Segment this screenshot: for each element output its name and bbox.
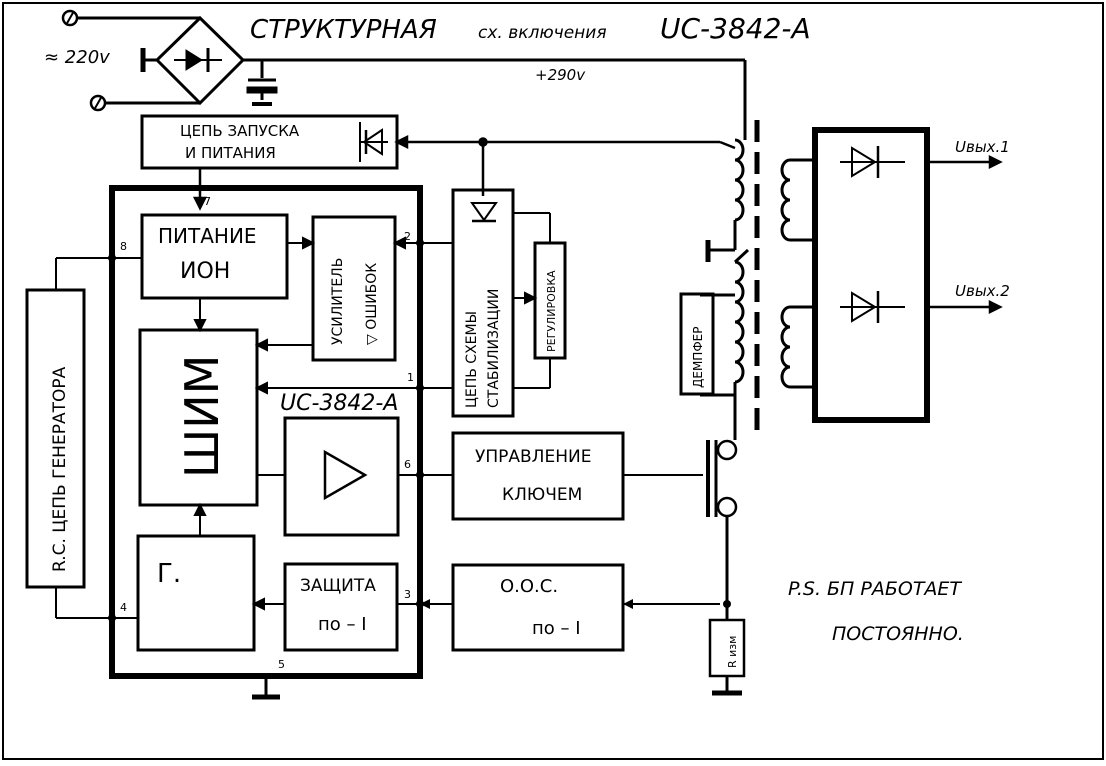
key-label-2: КЛЮЧЕМ (502, 485, 582, 505)
chip-label: UC-3842-A (280, 391, 398, 416)
pwm-block: ШИМ (138, 328, 259, 507)
title-main: СТРУКТУРНАЯ (250, 15, 437, 45)
driver-block (283, 416, 400, 537)
rsense-label: R изм (726, 636, 739, 668)
title-chip: UC-3842-A (660, 12, 811, 45)
oos-label-2: по – I (532, 618, 581, 639)
ion-block: ПИТАНИЕ ИОН (140, 213, 289, 300)
pin-8: 8 (120, 240, 127, 253)
stab-wiring (420, 212, 551, 389)
rsense-block: R изм (708, 618, 746, 678)
diode-bridge (140, 15, 747, 140)
transformer-secondary (780, 158, 815, 389)
rc-gen-label: R.C. ЦЕПЬ ГЕНЕРАТОРА (50, 366, 70, 572)
pin-6: 6 (404, 458, 411, 471)
output-1-label: Uвых.1 (955, 138, 1010, 156)
output-2-label: Uвых.2 (955, 282, 1010, 300)
key-label-1: УПРАВЛЕНИЕ (475, 447, 591, 467)
prot-label-2: по – I (318, 614, 367, 635)
rc-generator-block: R.C. ЦЕПЬ ГЕНЕРАТОРА (25, 257, 112, 619)
oos-label-1: О.О.С. (500, 576, 558, 597)
startup-block: ЦЕПЬ ЗАПУСКА И ПИТАНИЯ (140, 114, 399, 170)
junction-sense (723, 600, 731, 608)
pwm-label: ШИМ (175, 355, 229, 478)
startup-label-1: ЦЕПЬ ЗАПУСКА (180, 122, 300, 140)
oos-block: О.О.С. по – I (420, 563, 720, 652)
regul-label: РЕГУЛИРОВКА (545, 270, 558, 352)
pin-4: 4 (120, 601, 127, 614)
pin-3: 3 (404, 588, 411, 601)
stab-label-1: ЦЕПЬ СХЕМЫ (464, 311, 480, 408)
dc-voltage: +290v (535, 66, 586, 84)
generator-block: Г. (136, 534, 256, 652)
regulation-block: РЕГУЛИРОВКА (533, 241, 567, 360)
pin-1: 1 (407, 371, 414, 384)
note-line-1: P.S. БП РАБОТАЕТ (788, 578, 962, 600)
ion-label-2: ИОН (180, 259, 230, 284)
mains-input (61, 9, 200, 112)
ic-internal-wiring (112, 236, 420, 619)
mains-voltage: ≈ 220v (44, 47, 110, 68)
pin-7: 7 (204, 195, 211, 208)
transformer-primary (700, 138, 750, 696)
ground-symbol (252, 676, 280, 700)
stabilization-block: ЦЕПЬ СХЕМЫ СТАБИЛИЗАЦИИ (451, 188, 515, 418)
error-amp-block: УСИЛИТЕЛЬ ▽ ОШИБОК (311, 215, 397, 362)
gen-label: Г. (157, 559, 181, 589)
pin-2: 2 (404, 230, 411, 243)
ic-box (109, 185, 423, 679)
damper-block: ДЕМПФЕР (679, 292, 715, 396)
stab-label-2: СТАБИЛИЗАЦИИ (486, 289, 502, 408)
protection-block: ЗАЩИТА по – I (283, 562, 399, 652)
erramp-label-1: УСИЛИТЕЛЬ (330, 258, 346, 345)
prot-label-1: ЗАЩИТА (300, 576, 376, 596)
note-line-2: ПОСТОЯННО. (832, 623, 964, 645)
ion-label-1: ПИТАНИЕ (158, 224, 257, 248)
erramp-label-2: ▽ ОШИБОК (364, 263, 380, 345)
output-wiring (927, 154, 1003, 315)
startup-wiring (192, 134, 736, 211)
rectifier-block (812, 127, 930, 423)
pin-5: 5 (278, 658, 285, 671)
title-middle: сх. включения (478, 23, 607, 43)
startup-label-2: И ПИТАНИЯ (185, 144, 276, 162)
damper-label: ДЕМПФЕР (691, 327, 705, 388)
key-control-block: УПРАВЛЕНИЕ КЛЮЧЕМ (420, 431, 703, 521)
